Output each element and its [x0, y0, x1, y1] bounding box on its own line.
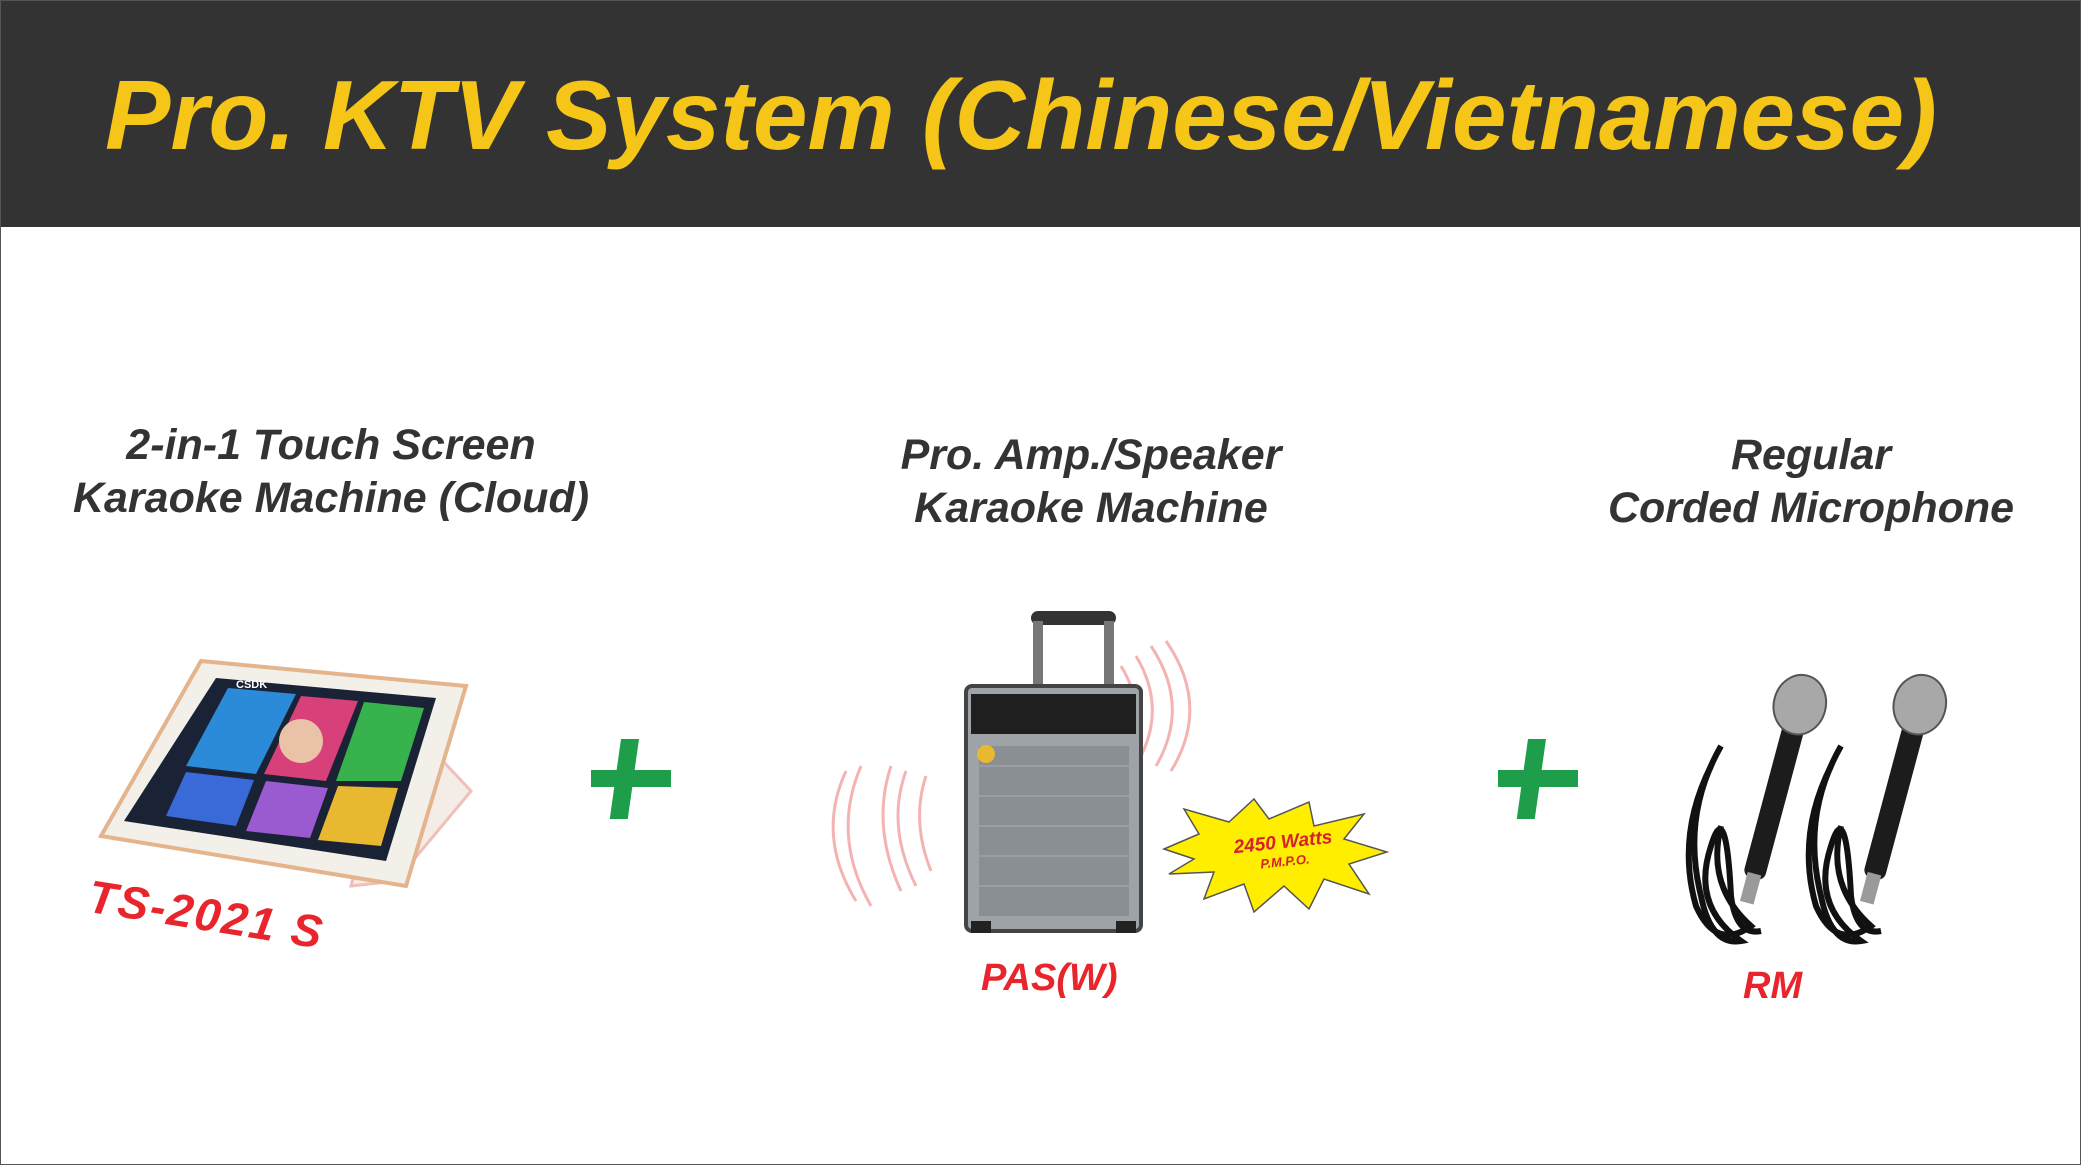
- speaker-image: [831, 611, 1192, 933]
- plus-icon: [1498, 739, 1578, 819]
- microphone-image: [1685, 673, 1948, 945]
- caption-line: Regular: [1730, 431, 1892, 479]
- page-title: Pro. KTV System (Chinese/Vietnamese): [105, 60, 1937, 170]
- screen-brand-label: CSDK: [236, 679, 267, 691]
- header-banner: Pro. KTV System (Chinese/Vietnamese): [1, 1, 2080, 227]
- model-label-rm: RM: [1743, 965, 1803, 1007]
- product-caption-touch-screen: 2-in-1 Touch Screen Karaoke Machine (Clo…: [41, 419, 621, 525]
- model-label-pas-w: PAS(W): [981, 957, 1118, 999]
- caption-line: Corded Microphone: [1607, 484, 2015, 532]
- caption-line: Pro. Amp./Speaker: [900, 431, 1282, 479]
- product-caption-microphone: Regular Corded Microphone: [1571, 429, 2051, 535]
- caption-line: 2-in-1 Touch Screen: [126, 421, 536, 469]
- plus-icon: [591, 739, 671, 819]
- watts-burst-badge: [1161, 797, 1389, 914]
- caption-line: Karaoke Machine (Cloud): [72, 474, 590, 522]
- caption-line: Karaoke Machine: [914, 484, 1268, 532]
- product-caption-speaker: Pro. Amp./Speaker Karaoke Machine: [841, 429, 1341, 535]
- touch-screen-karaoke-image: CSDK: [97, 658, 474, 889]
